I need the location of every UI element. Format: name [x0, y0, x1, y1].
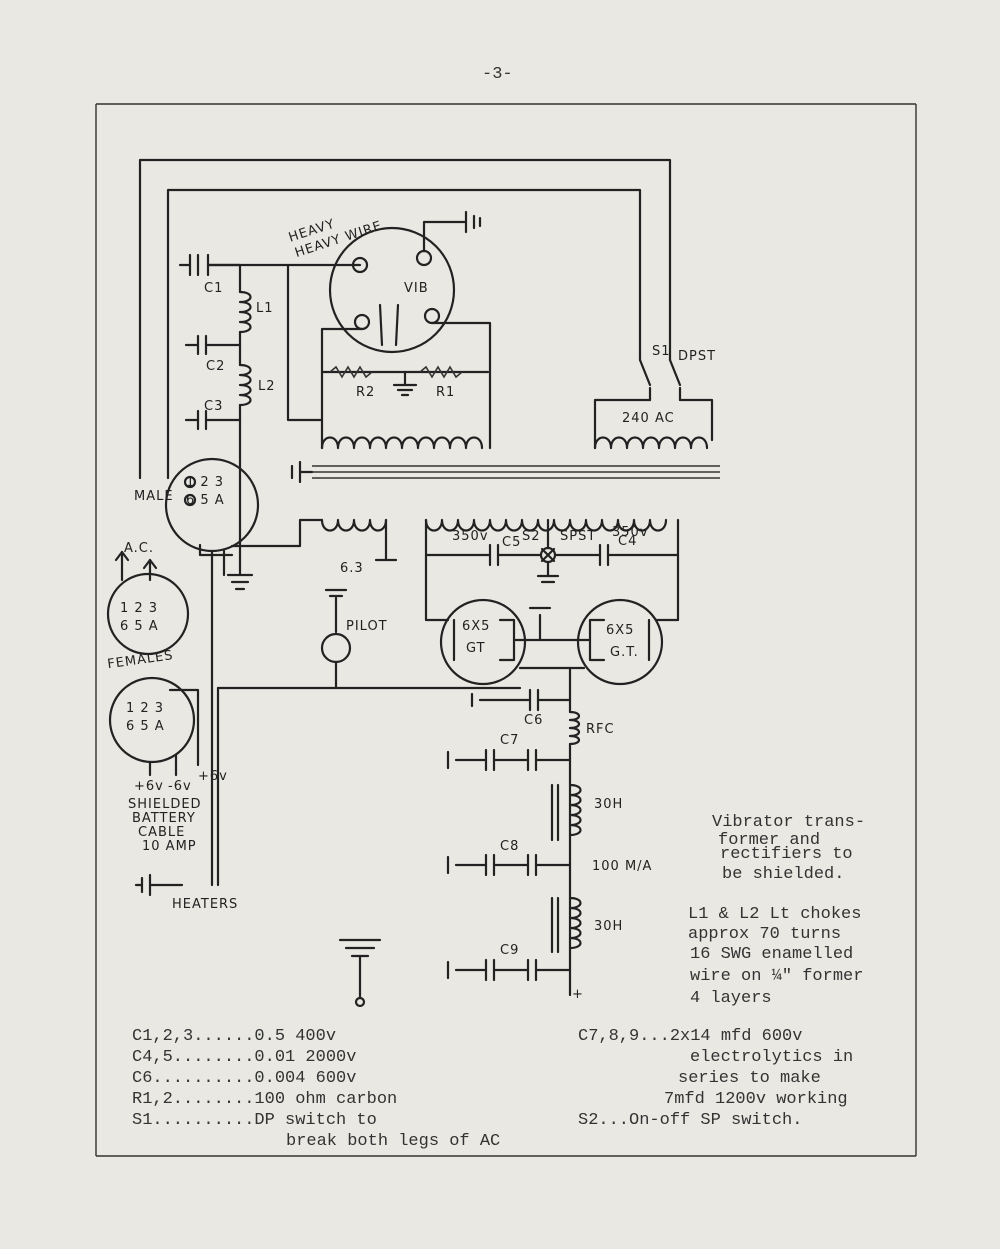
c4-label: C4	[618, 534, 637, 549]
heaters	[134, 873, 184, 897]
svg-text:wire on ¼" former: wire on ¼" former	[690, 967, 863, 986]
svg-text:be shielded.: be shielded.	[722, 865, 844, 884]
top-wiring	[138, 158, 714, 480]
females-label: FEMALES	[106, 648, 174, 672]
shielding-note: Vibrator trans- former and rectifiers to…	[712, 813, 865, 884]
male-pins: 1 2 3	[186, 475, 224, 490]
choke1-label: 30H	[594, 797, 623, 812]
svg-text:S2...On-off SP switch.: S2...On-off SP switch.	[578, 1111, 802, 1130]
battery-cable-line-1: SHIELDED	[128, 797, 202, 812]
svg-text:C1,2,3......0.5 400v: C1,2,3......0.5 400v	[132, 1027, 336, 1046]
pilot-lamp	[216, 588, 522, 887]
male-pins-2: 6 5 A	[186, 493, 225, 508]
parts-list-left: C1,2,3......0.5 400v C4,5........0.01 20…	[132, 1027, 500, 1151]
tube-left-label-2: GT	[466, 641, 486, 656]
battery-pins: 1 2 3	[126, 701, 164, 716]
c6-label: C6	[524, 713, 543, 728]
svg-text:former and: former and	[718, 831, 820, 850]
svg-text:C4,5........0.01 2000v: C4,5........0.01 2000v	[132, 1048, 356, 1067]
tube-right-label-2: G.T.	[610, 645, 639, 660]
c7-label: C7	[500, 733, 519, 748]
vib-label: VIB	[404, 281, 429, 296]
battery-term-1: +6v	[134, 779, 164, 794]
output-filter	[446, 748, 582, 982]
output-plus: +	[572, 987, 584, 1002]
male-connector	[164, 457, 260, 887]
svg-text:L1 & L2 Lt chokes: L1 & L2 Lt chokes	[688, 905, 861, 924]
vibrator	[328, 210, 482, 354]
rfc-label: RFC	[586, 722, 615, 737]
c2-label: C2	[206, 359, 225, 374]
s1-label: S1	[652, 344, 671, 359]
vibrator-wiring	[206, 263, 492, 450]
ac-connector	[106, 550, 190, 656]
battery-term-2: -6v	[168, 779, 192, 794]
earth-symbol	[338, 938, 382, 1008]
svg-text:S1..........DP switch to: S1..........DP switch to	[132, 1111, 377, 1130]
battery-cable-line-2: BATTERY	[132, 811, 196, 826]
ac-pins-2: 6 5 A	[120, 619, 159, 634]
c5-label: C5	[502, 535, 521, 550]
page-number: -3-	[482, 65, 513, 84]
battery-term-3: +6v	[198, 769, 228, 784]
hv-section	[424, 518, 680, 622]
rectifier-tubes	[439, 598, 664, 702]
tube-left-label: 6X5	[462, 619, 490, 634]
c9-label: C9	[500, 943, 519, 958]
hv-right-label: 350v	[612, 525, 649, 540]
svg-text:Vibrator trans-: Vibrator trans-	[712, 813, 865, 832]
svg-text:break both legs of AC: break both legs of AC	[286, 1132, 500, 1151]
page-frame	[95, 103, 917, 1157]
pilot-label: PILOT	[346, 619, 388, 634]
filament-label: 6.3	[340, 561, 364, 576]
input-filter	[178, 253, 252, 480]
c8-label: C8	[500, 839, 519, 854]
l1-label: L1	[256, 301, 274, 316]
primary-label: 240 AC	[622, 411, 675, 426]
choke2-label: 30H	[594, 919, 623, 934]
battery-connector	[108, 676, 200, 777]
r1-label: R1	[436, 385, 455, 400]
heaters-label: HEATERS	[172, 897, 238, 912]
ac-label: A.C.	[124, 541, 154, 556]
svg-text:C7,8,9...2x14 mfd 600v: C7,8,9...2x14 mfd 600v	[578, 1027, 802, 1046]
svg-text:C6..........0.004 600v: C6..........0.004 600v	[132, 1069, 356, 1088]
c3-label: C3	[204, 399, 223, 414]
c1-label: C1	[204, 281, 223, 296]
s2-label: S2	[522, 529, 541, 544]
r2-label: R2	[356, 385, 375, 400]
svg-text:approx 70 turns: approx 70 turns	[688, 925, 841, 944]
svg-text:electrolytics in: electrolytics in	[690, 1048, 853, 1067]
l2-label: L2	[258, 379, 276, 394]
parts-list-right: C7,8,9...2x14 mfd 600v electrolytics in …	[578, 1027, 853, 1130]
filament-wiring	[230, 518, 398, 562]
svg-text:series to make: series to make	[678, 1069, 821, 1088]
c6-rfc	[470, 688, 581, 997]
transformer	[290, 436, 720, 532]
male-label: MALE	[134, 489, 174, 504]
battery-cable-line-4: 10 AMP	[142, 839, 197, 854]
tube-right-label: 6X5	[606, 623, 634, 638]
svg-text:7mfd 1200v working: 7mfd 1200v working	[664, 1090, 848, 1109]
svg-text:R1,2........100 ohm carbon: R1,2........100 ohm carbon	[132, 1090, 397, 1109]
battery-cable-line-3: CABLE	[138, 825, 185, 840]
spst-label: SPST	[560, 529, 596, 544]
chokes-note: L1 & L2 Lt chokes approx 70 turns 16 SWG…	[688, 905, 863, 1008]
svg-text:rectifiers to: rectifiers to	[720, 845, 853, 864]
ac-pins: 1 2 3	[120, 601, 158, 616]
dpst-label: DPST	[678, 349, 716, 364]
svg-text:4 layers: 4 layers	[690, 989, 772, 1008]
hv-left-label: 350v	[452, 529, 489, 544]
current-label: 100 M/A	[592, 859, 652, 874]
battery-pins-2: 6 5 A	[126, 719, 165, 734]
svg-text:16 SWG enamelled: 16 SWG enamelled	[690, 945, 853, 964]
